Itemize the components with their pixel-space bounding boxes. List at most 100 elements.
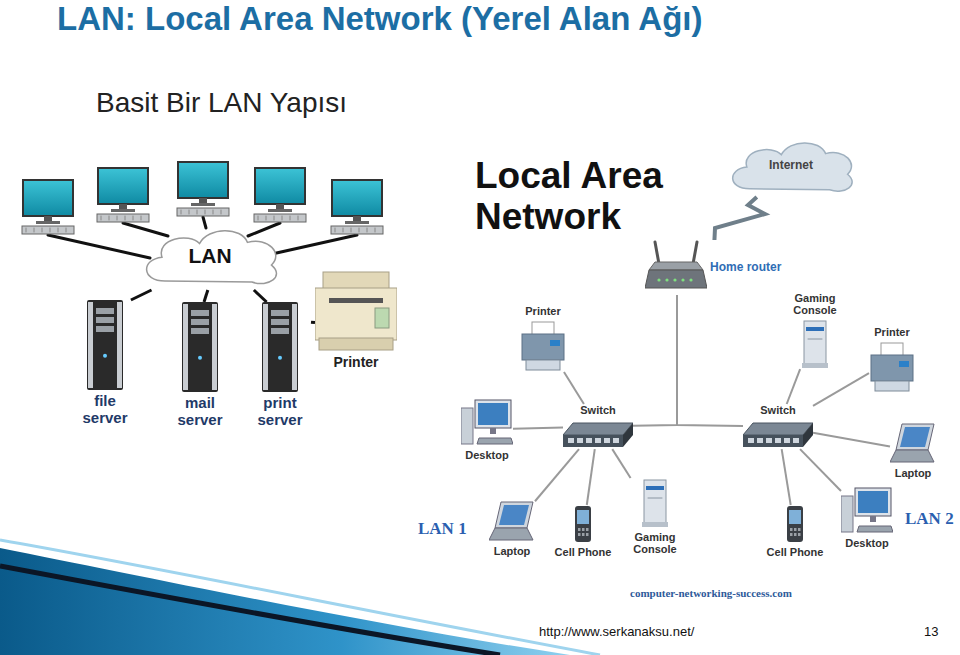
printer-node: Printer <box>315 268 397 370</box>
device-icon <box>569 505 597 543</box>
node-label: Laptop <box>895 467 932 479</box>
device-icon <box>869 341 915 393</box>
cloud-shape <box>733 143 852 191</box>
network-link <box>787 369 800 404</box>
node-label: file server <box>74 393 136 426</box>
lan-cloud: LAN <box>135 222 285 290</box>
network-link <box>535 449 579 501</box>
switch-port <box>766 438 772 443</box>
laptop-base <box>489 528 533 540</box>
device-icon <box>798 319 832 369</box>
network-link <box>587 449 595 505</box>
router-body <box>645 270 707 288</box>
node-label: Switch <box>580 404 615 416</box>
switch-port <box>604 438 610 443</box>
desktop-node: Desktop <box>841 486 893 549</box>
status-light <box>665 278 668 281</box>
phone-key <box>582 533 585 536</box>
node-label: Gaming Console <box>627 531 683 555</box>
node-label: Internet <box>769 159 813 172</box>
pc-screen <box>858 491 888 513</box>
keyboard-key <box>181 210 182 214</box>
pc-monitor <box>475 400 511 428</box>
keyboard-key <box>266 216 267 220</box>
pc-tower <box>841 496 853 532</box>
monitor-icon <box>22 180 74 234</box>
slide-title: LAN: Local Area Network (Yerel Alan Ağı) <box>57 1 702 37</box>
desktop-node: Desktop <box>461 398 513 461</box>
server-body <box>87 300 123 390</box>
laptop-screen <box>900 427 930 447</box>
network-link <box>800 449 841 491</box>
monitor-icon <box>331 180 383 234</box>
device-icon <box>315 268 397 352</box>
network-link <box>677 295 743 426</box>
node-label: Printer <box>525 305 560 317</box>
status-light <box>657 278 660 281</box>
device-icon <box>645 240 707 295</box>
node-label: mail server <box>169 395 231 428</box>
device-icon <box>743 419 813 449</box>
keyboard-key <box>189 210 190 214</box>
keyboard-key <box>205 210 206 214</box>
console-base <box>642 522 668 527</box>
output-tray <box>526 360 560 370</box>
node-label: LAN <box>188 244 231 267</box>
network-link <box>513 427 563 428</box>
drive-bay <box>271 328 289 334</box>
switch-port <box>568 438 574 443</box>
device-icon <box>262 302 298 392</box>
phone-key <box>578 528 581 531</box>
network-link <box>564 372 584 404</box>
keyboard-key <box>274 216 275 220</box>
network-label: LAN 2 <box>905 510 954 529</box>
corner-swoosh <box>0 548 570 655</box>
printer-screen <box>899 361 909 367</box>
switch-node: Switch <box>563 404 633 449</box>
switch-side <box>803 423 813 447</box>
disc-slot <box>648 498 662 499</box>
monitor-stand <box>119 204 127 209</box>
device-icon <box>563 419 633 449</box>
phone-body <box>575 506 591 542</box>
power-light <box>198 356 202 360</box>
keyboard-key <box>117 216 118 220</box>
pc-monitor <box>855 488 891 516</box>
network-wire <box>123 223 168 236</box>
network-link <box>782 449 791 505</box>
keyboard-key <box>258 216 259 220</box>
node-label: Printer <box>874 326 909 338</box>
laptop-lid <box>896 424 934 450</box>
phone-key <box>790 528 793 531</box>
drive-bay <box>271 310 289 316</box>
network-link <box>204 290 208 302</box>
switch-port <box>784 438 790 443</box>
device-icon <box>87 300 123 390</box>
switch-port <box>577 438 583 443</box>
printer-body <box>522 334 564 360</box>
monitor-screen <box>23 180 73 216</box>
switch-port <box>757 438 763 443</box>
keyboard <box>254 214 306 222</box>
monitor-stand <box>36 221 60 224</box>
keyboard-key <box>359 228 360 232</box>
switch-port <box>775 438 781 443</box>
phone-key <box>582 528 585 531</box>
console-stripe <box>646 486 664 490</box>
server-node: file server <box>74 300 136 426</box>
switch-front <box>743 435 803 447</box>
keyboard-key <box>290 216 291 220</box>
server-panel <box>117 302 122 388</box>
node-label: Cell Phone <box>767 546 824 558</box>
server-body <box>182 302 218 392</box>
status-light <box>681 278 684 281</box>
console-node: Gaming Console <box>627 478 683 555</box>
phone-screen <box>789 510 801 524</box>
keyboard <box>477 438 513 444</box>
monitor-stand <box>191 203 215 206</box>
printer-screen <box>550 340 560 346</box>
status-light <box>689 278 692 281</box>
monitor-stand <box>199 198 207 203</box>
watermark: computer-networking-success.com <box>630 587 792 599</box>
